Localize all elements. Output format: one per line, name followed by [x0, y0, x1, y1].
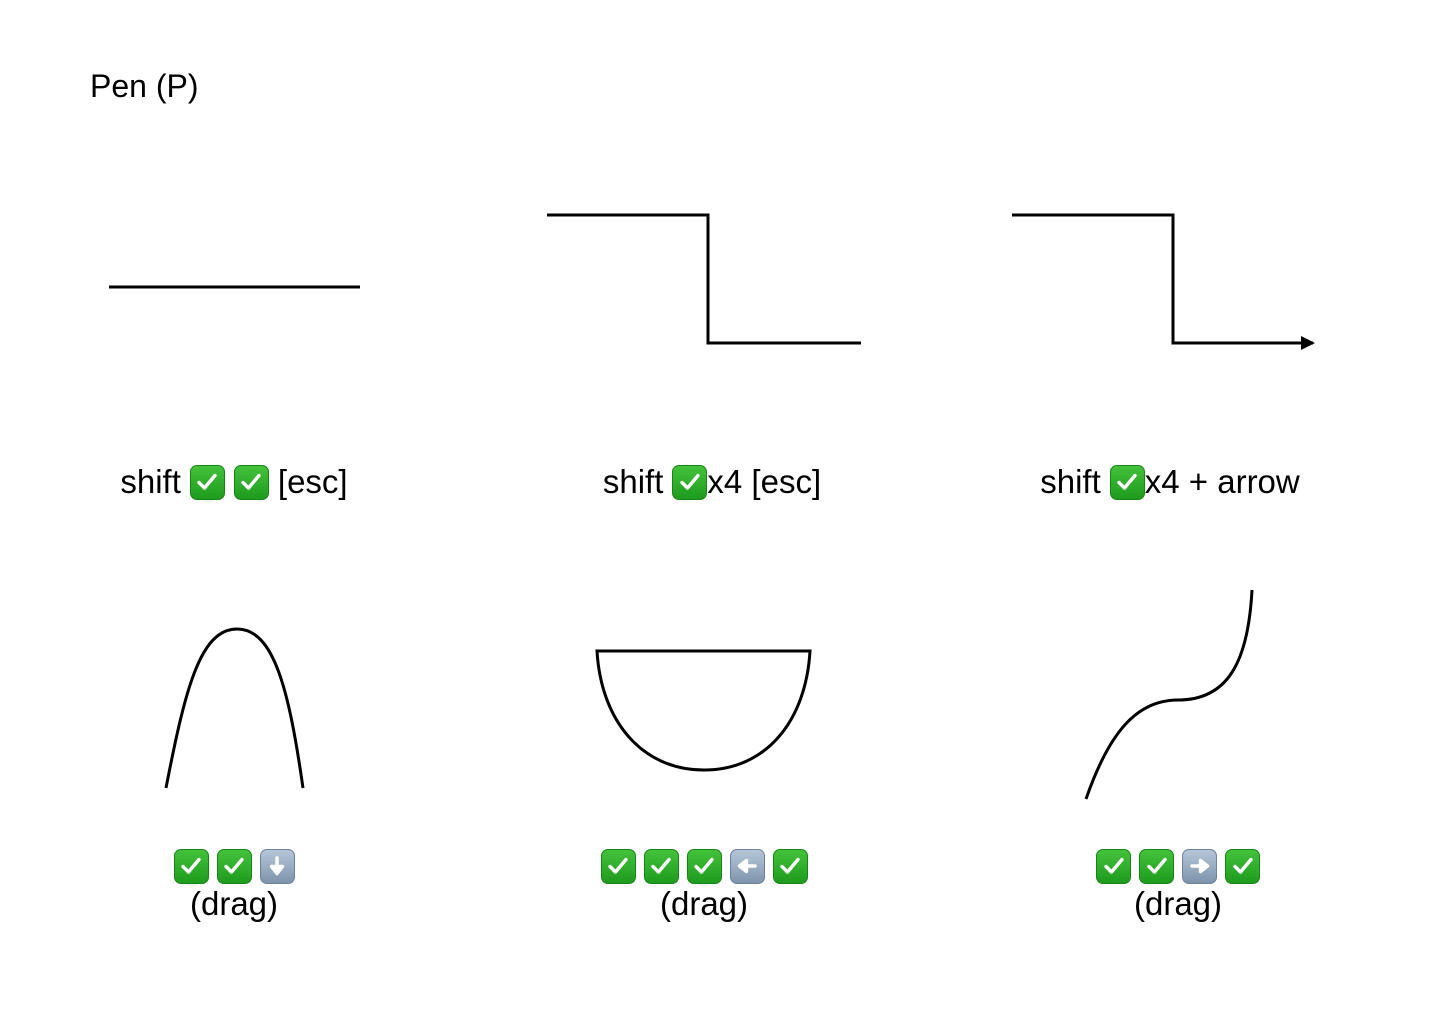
check-mark-button-icon: [1096, 848, 1131, 884]
shift-label: shift: [602, 463, 664, 500]
check-mark-button-icon: [1225, 848, 1260, 884]
check-mark-button-icon: [233, 464, 269, 500]
step-line-shape[interactable]: [547, 213, 861, 345]
check-mark-button-icon: [189, 464, 225, 500]
repeat-esc-label: x4 [esc]: [707, 463, 822, 500]
down-arrow-icon: [259, 848, 295, 884]
check-mark-button-icon: [1139, 848, 1174, 884]
right-arrow-icon: [1182, 848, 1217, 884]
caption-arch-curve: (drag): [84, 848, 384, 924]
check-mark-button-icon: [686, 848, 722, 884]
bowl-curve-shape[interactable]: [595, 649, 812, 772]
shift-label: shift: [120, 463, 181, 500]
repeat-arrow-label: x4 + arrow: [1144, 463, 1300, 500]
caption-s-curve: (drag): [1028, 848, 1328, 924]
shift-label: shift: [1040, 463, 1101, 500]
step-arrow-shape[interactable]: [1012, 213, 1315, 350]
arch-curve-shape[interactable]: [164, 627, 305, 789]
drag-label: (drag): [1133, 885, 1223, 922]
s-curve-shape[interactable]: [1084, 589, 1254, 800]
caption-step-arrow: shift x4 + arrow: [1000, 462, 1340, 502]
left-arrow-icon: [729, 848, 765, 884]
check-mark-button-icon: [1109, 464, 1145, 500]
caption-bowl-curve: (drag): [554, 848, 854, 924]
check-mark-button-icon: [600, 848, 636, 884]
check-mark-button-icon: [643, 848, 679, 884]
esc-label: [esc]: [277, 463, 348, 500]
check-mark-button-icon: [216, 848, 252, 884]
page-title: Pen (P): [90, 68, 199, 104]
drag-label: (drag): [659, 885, 749, 922]
check-mark-button-icon: [173, 848, 209, 884]
check-mark-button-icon: [772, 848, 808, 884]
drag-label: (drag): [189, 885, 279, 922]
check-mark-button-icon: [672, 464, 708, 500]
caption-step-line: shift x4 [esc]: [552, 462, 872, 502]
caption-straight-line: shift [esc]: [74, 462, 394, 502]
